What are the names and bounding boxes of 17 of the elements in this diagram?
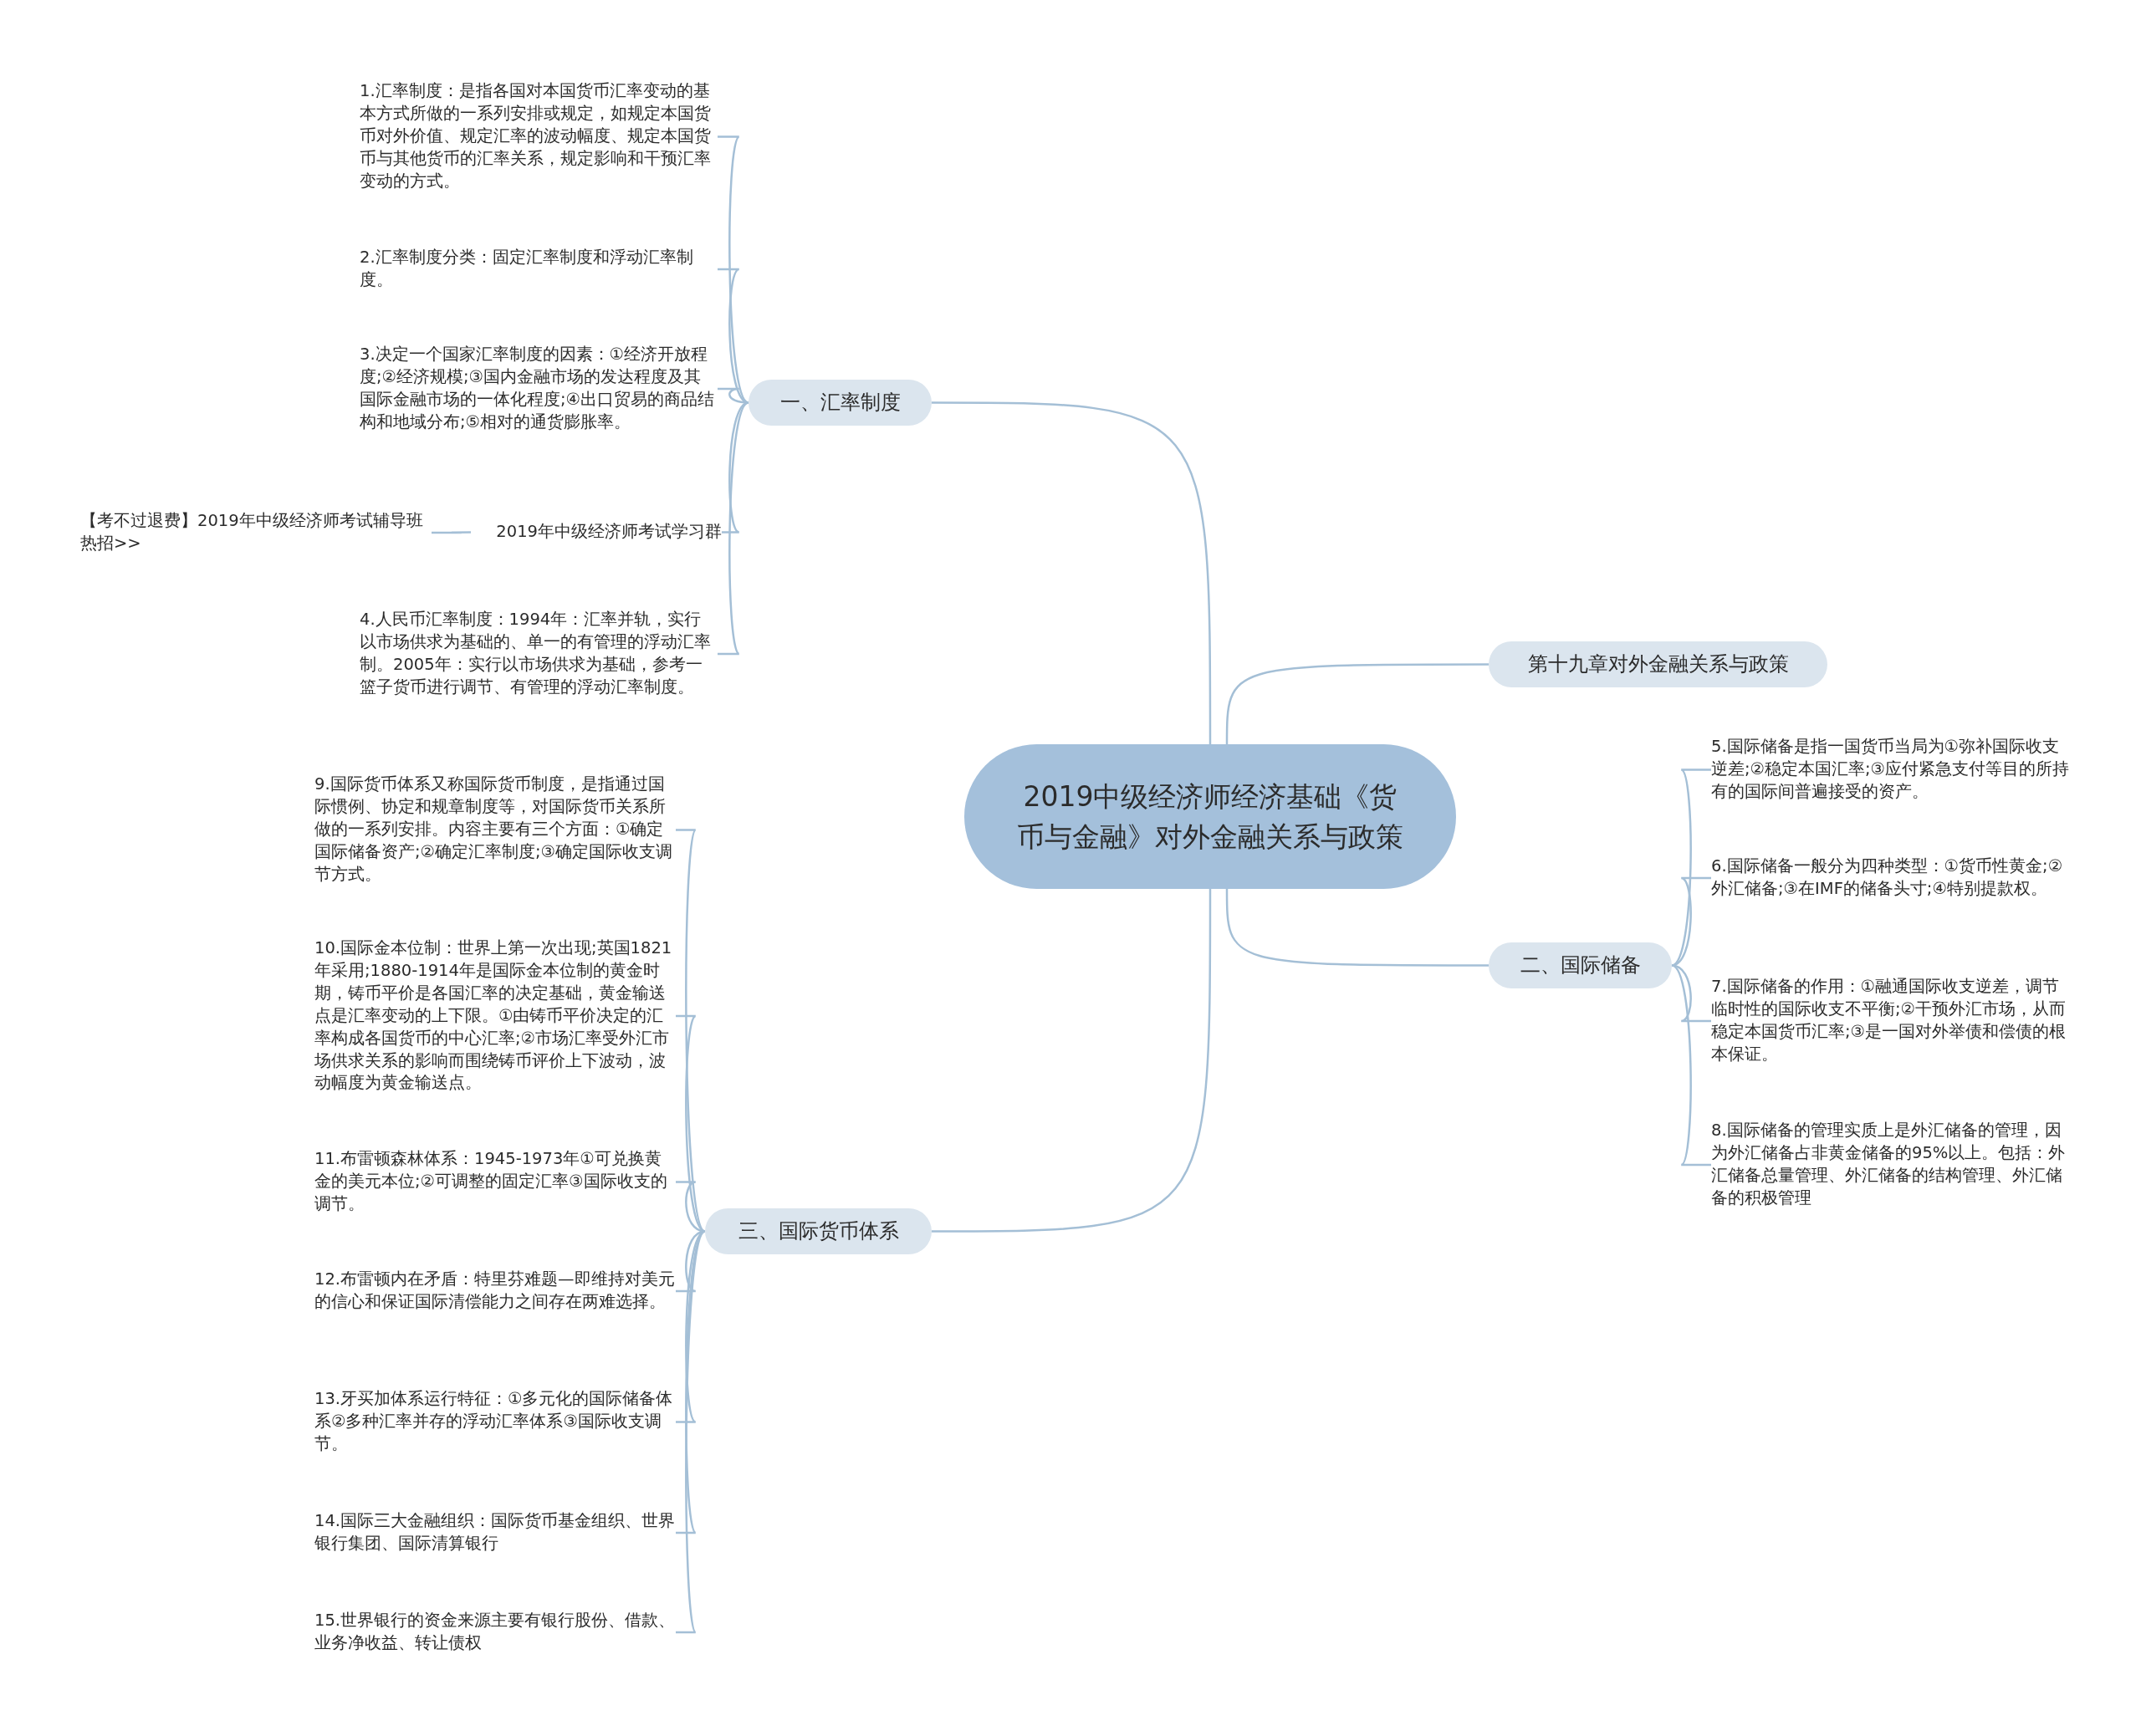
- branch-topic: 第十九章对外金融关系与政策: [1489, 641, 1827, 688]
- connector-line: [676, 1230, 707, 1634]
- connector-line: [718, 401, 749, 656]
- connector-line: [718, 135, 749, 404]
- connector-line: [932, 889, 1212, 1233]
- branch-topic: 一、汇率制度: [749, 380, 932, 426]
- connector-line: [1671, 768, 1711, 967]
- connector-line: [1671, 964, 1711, 1167]
- connector-line: [1671, 876, 1711, 967]
- connector-line: [432, 531, 471, 534]
- connector-line: [1225, 889, 1489, 967]
- connector-line: [1225, 663, 1489, 744]
- branch-topic: 三、国际货币体系: [705, 1208, 932, 1255]
- central-topic: 2019中级经济师经济基础《货币与金融》对外金融关系与政策: [964, 744, 1456, 889]
- branch-topic: 二、国际储备: [1489, 942, 1672, 989]
- connector-line: [932, 401, 1212, 744]
- connector-line: [676, 1014, 706, 1233]
